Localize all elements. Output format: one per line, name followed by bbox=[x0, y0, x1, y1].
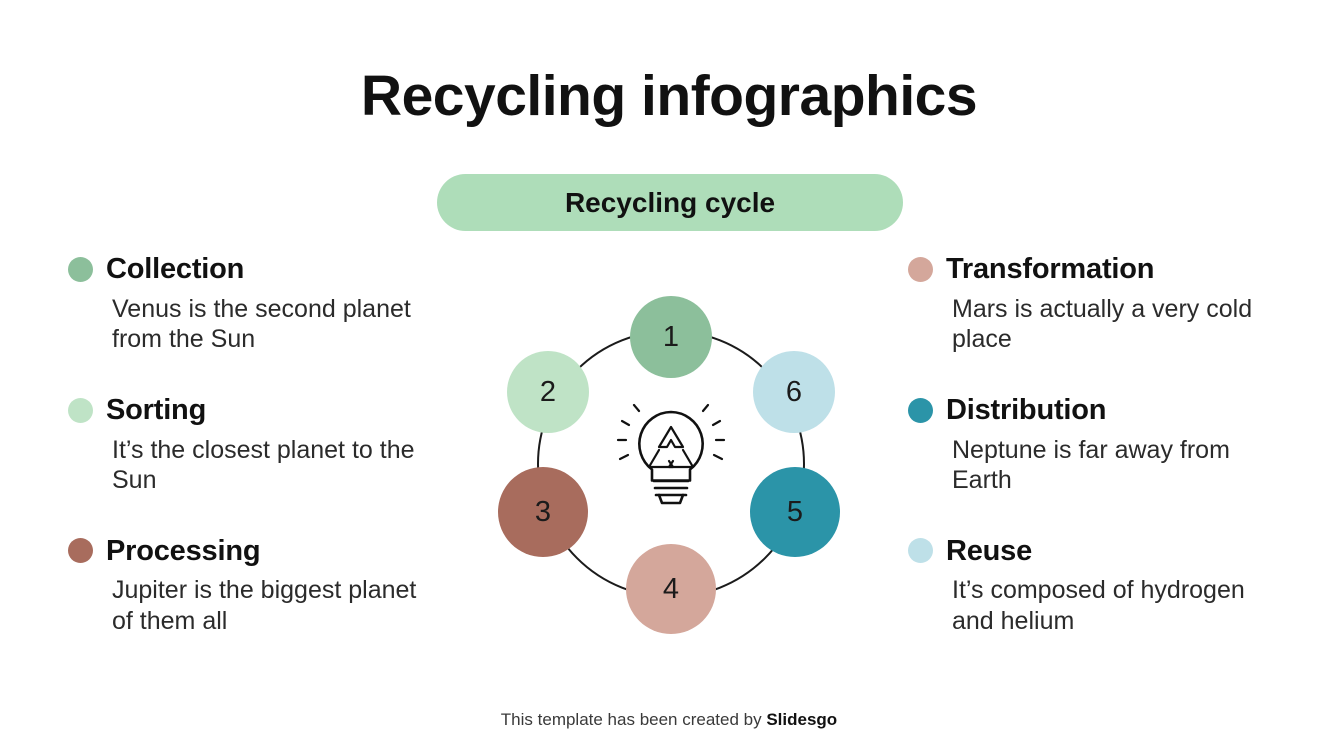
cycle-node-number: 1 bbox=[663, 321, 679, 353]
cycle-node-3[interactable]: 3 bbox=[498, 467, 588, 557]
cycle-node-circle bbox=[753, 351, 835, 433]
footer-prefix: This template has been created by bbox=[500, 710, 767, 729]
step-header: Reuse bbox=[908, 534, 1308, 569]
step-entry-distribution[interactable]: Distribution Neptune is far away from Ea… bbox=[908, 393, 1308, 496]
step-entry-sorting[interactable]: Sorting It’s the closest planet to the S… bbox=[68, 393, 468, 496]
step-title: Sorting bbox=[106, 393, 207, 426]
cycle-node-number: 6 bbox=[786, 376, 802, 408]
step-header: Collection bbox=[68, 252, 468, 287]
cycle-node-number: 2 bbox=[540, 376, 556, 408]
step-title: Reuse bbox=[946, 534, 1033, 567]
cycle-node-1[interactable]: 1 bbox=[630, 296, 712, 378]
recycling-cycle-diagram: 1 2 3 4 5 bbox=[489, 288, 853, 640]
step-header: Transformation bbox=[908, 252, 1308, 287]
cycle-node-number: 4 bbox=[663, 573, 679, 605]
step-title: Collection bbox=[106, 253, 245, 285]
cycle-node-5[interactable]: 5 bbox=[750, 467, 840, 557]
step-header: Sorting bbox=[68, 393, 468, 428]
step-title: Transformation bbox=[946, 253, 1155, 285]
step-entry-reuse[interactable]: Reuse It’s composed of hydrogen and heli… bbox=[908, 534, 1308, 637]
cycle-node-circle bbox=[750, 467, 840, 557]
step-color-dot-icon bbox=[908, 538, 933, 564]
footer-credit: This template has been created by Slides… bbox=[0, 710, 1338, 730]
cycle-node-number: 3 bbox=[535, 496, 551, 528]
step-title: Distribution bbox=[946, 393, 1107, 426]
step-title: Processing bbox=[106, 534, 261, 567]
cycle-node-4[interactable]: 4 bbox=[626, 544, 716, 634]
step-description: Mars is actually a very cold place bbox=[952, 294, 1253, 354]
step-color-dot-icon bbox=[908, 256, 933, 282]
cycle-node-circle bbox=[630, 296, 712, 378]
cycle-wheel-svg: 1 2 3 4 5 bbox=[498, 296, 840, 634]
step-description: Jupiter is the biggest planet of them al… bbox=[112, 576, 417, 635]
footer-brand: Slidesgo bbox=[766, 710, 838, 729]
step-entry-processing[interactable]: Processing Jupiter is the biggest planet… bbox=[68, 534, 468, 637]
section-badge: Recycling cycle bbox=[437, 174, 903, 231]
step-description: It’s composed of hydrogen and helium bbox=[952, 576, 1245, 635]
step-color-dot-icon bbox=[68, 538, 93, 564]
section-badge-label: Recycling cycle bbox=[564, 186, 776, 218]
step-header: Processing bbox=[68, 534, 468, 569]
cycle-node-circle bbox=[626, 544, 716, 634]
step-description: Venus is the second planet from the Sun bbox=[112, 294, 411, 354]
cycle-node-2[interactable]: 2 bbox=[507, 351, 589, 433]
cycle-node-number: 5 bbox=[787, 496, 803, 528]
step-entry-transformation[interactable]: Transformation Mars is actually a very c… bbox=[908, 252, 1308, 355]
recycling-lightbulb-icon bbox=[616, 403, 726, 505]
step-color-dot-icon bbox=[908, 397, 933, 423]
step-description: Neptune is far away from Earth bbox=[952, 435, 1230, 495]
page-title: Recycling infographics bbox=[360, 64, 978, 128]
step-description: It’s the closest planet to the Sun bbox=[112, 435, 415, 495]
right-steps-column: Transformation Mars is actually a very c… bbox=[908, 252, 1308, 636]
cycle-node-circle bbox=[498, 467, 588, 557]
step-entry-collection[interactable]: Collection Venus is the second planet fr… bbox=[68, 252, 468, 355]
cycle-node-6[interactable]: 6 bbox=[753, 351, 835, 433]
step-header: Distribution bbox=[908, 393, 1308, 428]
step-color-dot-icon bbox=[68, 256, 93, 282]
step-color-dot-icon bbox=[68, 397, 93, 423]
cycle-node-circle bbox=[507, 351, 589, 433]
left-steps-column: Collection Venus is the second planet fr… bbox=[68, 252, 468, 636]
